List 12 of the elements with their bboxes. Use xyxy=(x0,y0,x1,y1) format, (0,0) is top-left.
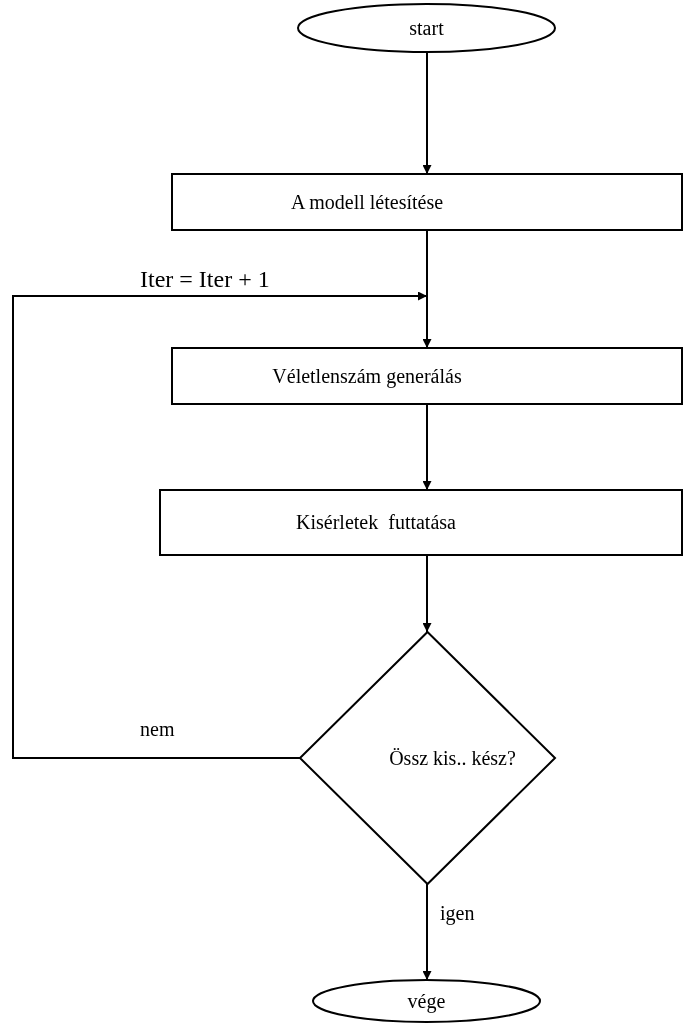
arrow xyxy=(422,554,432,633)
node-text: start xyxy=(409,16,444,40)
node-text: A modell létesítése xyxy=(290,190,444,214)
node-text: Kisérletek futtatása xyxy=(296,511,456,534)
arrow xyxy=(422,229,432,349)
arrow xyxy=(422,403,432,491)
node-text: Véletlenszám generálás xyxy=(272,364,462,388)
arrow xyxy=(422,51,432,175)
arrow xyxy=(12,291,428,759)
arrow xyxy=(422,883,432,981)
node-text: Össz kis.. kész? xyxy=(389,746,516,770)
node-text: vége xyxy=(407,989,446,1013)
